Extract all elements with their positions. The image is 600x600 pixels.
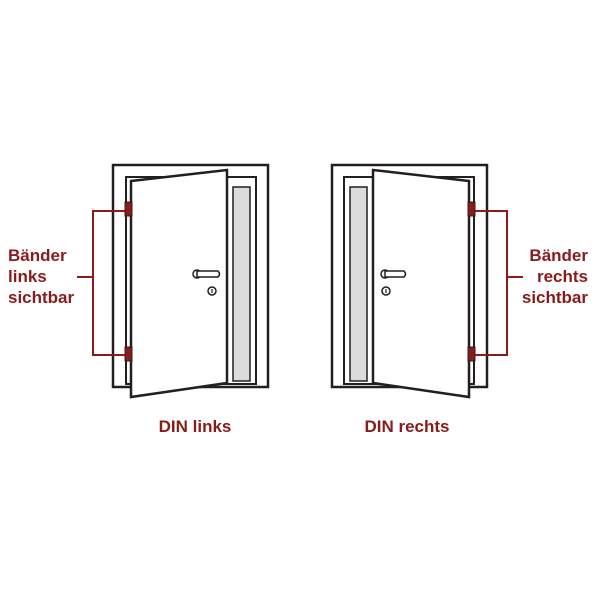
left-hinge-label-line-3: sichtbar [8,288,75,307]
left-hinge-label: Bänder links sichtbar [8,245,74,308]
hinge-bottom [124,346,133,362]
hinge-bottom [467,346,476,362]
door-gap [349,186,368,382]
left-door-caption: DIN links [158,417,232,436]
left-hinge-label-line-1: Bänder [8,246,67,265]
door-din-rechts [330,163,523,399]
right-hinge-label-line-2: rechts [536,267,588,286]
hinge-top [467,201,476,217]
right-hinge-label-line-3: sichtbar [521,288,588,307]
right-door-caption: DIN rechts [364,417,450,436]
door-din-links [77,163,270,399]
door-leaf [371,168,471,399]
right-hinge-label-line-1: Bänder [529,246,588,265]
right-hinge-label: Bänder rechts sichtbar [522,245,588,308]
door-handle-lever [196,270,221,278]
door-gap [232,186,251,382]
hinge-bracket [92,210,125,356]
left-hinge-label-line-2: links [8,267,47,286]
door-handle-lever [384,270,407,278]
door-leaf [129,168,229,399]
hinge-top [124,201,133,217]
hinge-bracket [475,210,508,356]
